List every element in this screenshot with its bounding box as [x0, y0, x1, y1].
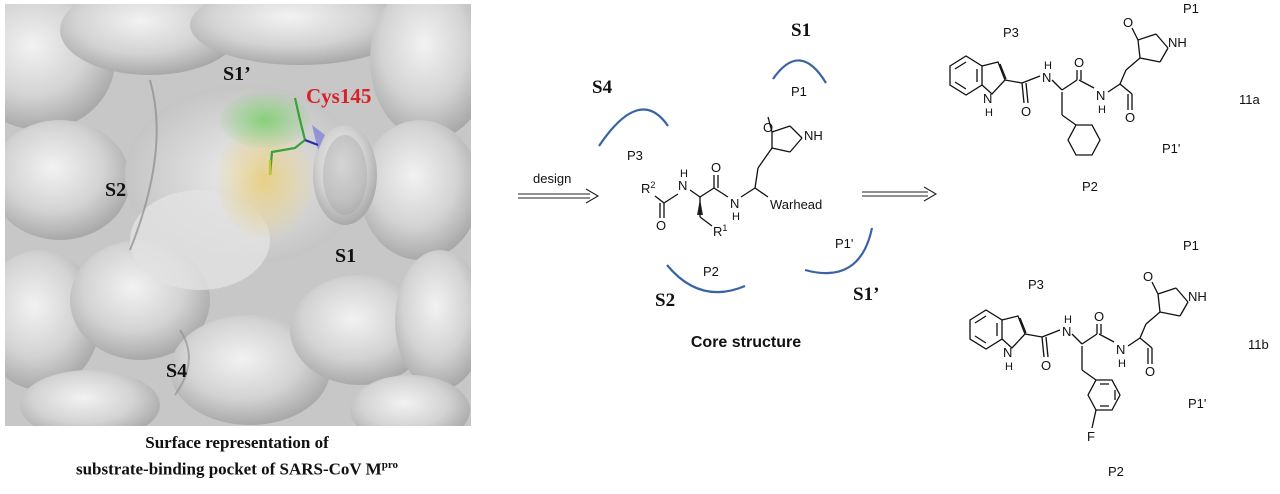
11b-indole-n: N: [1003, 345, 1012, 360]
11b-p2-label: P2: [1108, 464, 1124, 479]
core-structure-caption: Core structure: [691, 334, 801, 351]
11a-lactam-nh: NH: [1168, 35, 1187, 50]
11a-amide1-n: N: [1042, 70, 1051, 85]
11b-p1-label: P1: [1183, 238, 1199, 253]
11a-lactam-o: O: [1123, 15, 1133, 30]
compound-11b: N H N H O O N H O O NH F P1 P3 P2 P1' 11…: [969, 238, 1269, 479]
core-p1-prime-label: P1': [835, 236, 853, 251]
s4-label-surface: S4: [166, 360, 187, 382]
11b-amide1-o: O: [1041, 358, 1051, 373]
core-lactam-o: O: [763, 120, 773, 135]
11a-compound-id: 11a: [1239, 92, 1260, 107]
core-amide1-o: O: [656, 218, 666, 233]
core-lactam-nh: NH: [804, 128, 823, 143]
surface-caption-line1: Surface representation of: [145, 433, 329, 452]
11a-p1-label: P1: [1183, 1, 1199, 16]
surface-caption-line2: substrate-binding pocket of SARS-CoV Mpr…: [75, 459, 399, 479]
core-p3-label: P3: [627, 148, 643, 163]
core-amide2-n: N: [730, 196, 739, 211]
s1-prime-pocket-label: S1’: [853, 284, 879, 305]
11a-amide1-h: H: [1044, 60, 1052, 72]
design-label: design: [533, 171, 571, 186]
11b-amide1-n: N: [1062, 324, 1071, 339]
core-amide2-h: H: [732, 211, 740, 223]
11b-amide2-h: H: [1118, 358, 1126, 370]
design-arrow: [518, 188, 600, 204]
11a-p1-prime-label: P1': [1162, 141, 1180, 156]
s1-pocket-label: S1: [791, 20, 811, 41]
core-r2-atom: R2: [641, 180, 655, 196]
11a-indole-n: N: [983, 91, 992, 106]
s1-prime-label-surface: S1’: [223, 63, 251, 85]
core-amide1-h: H: [680, 168, 688, 180]
11b-compound-id: 11b: [1248, 337, 1269, 352]
11a-amide1-o: O: [1021, 104, 1031, 119]
11b-indole-h: H: [1005, 361, 1013, 373]
11a-indole-h: H: [985, 107, 993, 119]
core-warhead: Warhead: [770, 197, 822, 212]
s1-yellow-region: [217, 122, 313, 238]
core-p1-label: P1: [791, 84, 807, 99]
core-r1-atom: R1: [713, 223, 727, 239]
synthesis-arrow: [862, 186, 938, 202]
s1-label-surface: S1: [335, 245, 356, 267]
cys145-label: Cys145: [306, 84, 371, 108]
11b-amide1-h: H: [1064, 314, 1072, 326]
11b-p3-label: P3: [1028, 277, 1044, 292]
11a-amide2-o: O: [1074, 55, 1084, 70]
s2-label-surface: S2: [105, 179, 126, 201]
core-structure: S1 S4 S2 S1’ P1 P3 P2 P1': [592, 20, 879, 311]
s1-prime-green-region: [220, 92, 310, 148]
s2-pocket-label: S2: [655, 290, 675, 311]
11a-amide2-h: H: [1098, 104, 1106, 116]
pocket-arcs: [598, 59, 874, 294]
11b-lactam-nh: NH: [1188, 289, 1207, 304]
11b-fluorine: F: [1087, 429, 1095, 444]
protein-surface: [5, 4, 471, 426]
compound-11a: N H N H O O N H O O NH P1 P3 P2 P1' 11a: [949, 1, 1260, 194]
11a-aldehyde-o: O: [1125, 110, 1135, 125]
11a-amide2-n: N: [1096, 88, 1105, 103]
11b-aldehyde-o: O: [1145, 364, 1155, 379]
11b-lactam-o: O: [1143, 269, 1153, 284]
core-p2-label: P2: [703, 264, 719, 279]
11a-p3-label: P3: [1003, 25, 1019, 40]
11b-amide2-n: N: [1116, 342, 1125, 357]
11a-p2-label: P2: [1082, 179, 1098, 194]
core-amide1-n: N: [678, 178, 687, 193]
11b-p1-prime-label: P1': [1188, 396, 1206, 411]
11b-amide2-o: O: [1094, 309, 1104, 324]
core-amide2-o: O: [711, 160, 721, 175]
s4-pocket-label: S4: [592, 77, 613, 98]
